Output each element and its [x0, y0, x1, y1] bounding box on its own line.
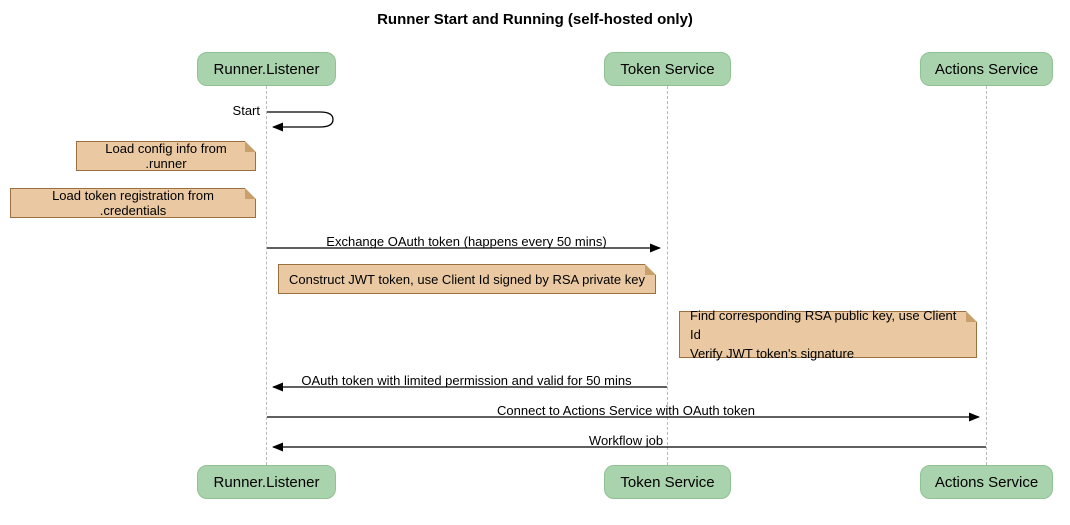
lifeline-actions-service	[986, 86, 987, 465]
note-text: Construct JWT token, use Client Id signe…	[289, 271, 645, 287]
message-label-workflow-job: Workflow job	[588, 433, 664, 448]
participant-label: Actions Service	[934, 60, 1039, 78]
participant-actions-service-bottom: Actions Service	[920, 465, 1053, 499]
participant-runner-listener-bottom: Runner.Listener	[197, 465, 336, 499]
message-label-start: Start	[232, 103, 260, 118]
participant-token-service-bottom: Token Service	[604, 465, 731, 499]
diagram-title: Runner Start and Running (self-hosted on…	[377, 11, 693, 28]
arrow-start-self	[267, 111, 334, 132]
note-verify-jwt: Find corresponding RSA public key, use C…	[679, 308, 977, 361]
note-text-line2: Verify JWT token's signature	[690, 346, 855, 361]
participant-token-service-top: Token Service	[604, 52, 731, 86]
participant-label: Runner.Listener	[213, 60, 320, 78]
note-load-config: Load config info from .runner	[76, 141, 256, 171]
note-load-token-registration: Load token registration from .credential…	[10, 188, 256, 218]
message-label-connect-actions: Connect to Actions Service with OAuth to…	[497, 403, 755, 418]
lifeline-token-service	[667, 86, 668, 465]
participant-runner-listener-top: Runner.Listener	[197, 52, 336, 86]
message-label-exchange-oauth: Exchange OAuth token (happens every 50 m…	[326, 234, 607, 249]
note-text-line1: Find corresponding RSA public key, use C…	[690, 308, 957, 342]
participant-label: Actions Service	[934, 473, 1039, 491]
note-construct-jwt: Construct JWT token, use Client Id signe…	[278, 264, 656, 294]
participant-label: Token Service	[620, 473, 715, 491]
lifeline-runner-listener	[266, 86, 267, 465]
participant-label: Token Service	[620, 60, 715, 78]
participant-label: Runner.Listener	[213, 473, 320, 491]
participant-actions-service-top: Actions Service	[920, 52, 1053, 86]
message-label-oauth-return: OAuth token with limited permission and …	[301, 373, 632, 388]
note-text: Load config info from .runner	[105, 141, 227, 171]
note-text: Load token registration from .credential…	[52, 188, 214, 218]
